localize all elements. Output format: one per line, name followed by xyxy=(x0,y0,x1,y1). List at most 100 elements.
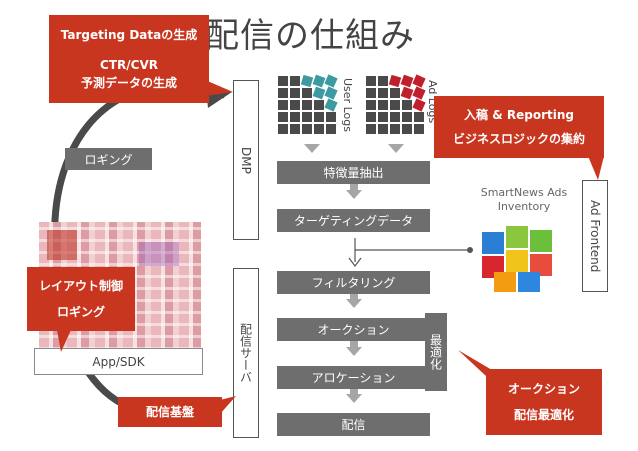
filtering-box: フィルタリング xyxy=(277,271,430,294)
targeting-callout-line3: 予測データの生成 xyxy=(80,76,177,90)
arrow-down-icon xyxy=(388,144,404,153)
flow-connector xyxy=(350,184,358,190)
arrow-down-icon xyxy=(304,144,320,153)
log-square xyxy=(290,76,300,86)
log-square xyxy=(278,88,288,98)
targeting-callout-line1: Targeting Dataの生成 xyxy=(60,28,198,42)
log-square xyxy=(324,98,338,112)
log-square xyxy=(378,112,388,122)
log-square xyxy=(366,76,376,86)
dmp-label: DMP xyxy=(239,146,253,174)
feature-extraction-box: 特徴量抽出 xyxy=(277,161,430,184)
log-square xyxy=(402,100,412,110)
log-square xyxy=(400,86,414,100)
log-square xyxy=(390,124,400,134)
dmp-box: DMP xyxy=(233,80,259,240)
ad-frontend-box: Ad Frontend xyxy=(582,180,608,292)
log-square xyxy=(388,74,402,88)
optimization-box: 最適化 xyxy=(425,313,447,391)
log-square xyxy=(412,98,426,112)
log-square xyxy=(366,100,376,110)
layout-callout: レイアウト制御 ロギング xyxy=(27,267,135,331)
log-square xyxy=(314,124,324,134)
log-square xyxy=(378,88,388,98)
log-square xyxy=(314,112,324,122)
log-square xyxy=(290,124,300,134)
log-square xyxy=(278,100,288,110)
log-square xyxy=(390,112,400,122)
delivery-server-box: 配信サーバ xyxy=(233,268,259,438)
log-square xyxy=(302,112,312,122)
log-square xyxy=(300,74,314,88)
inventory-line2: Inventory xyxy=(497,199,551,213)
page-title: 配信の仕組み xyxy=(205,16,415,56)
callout-pointer xyxy=(205,80,233,96)
log-square xyxy=(414,112,424,122)
log-square xyxy=(412,86,426,100)
user-logs-icon xyxy=(278,74,340,138)
log-square xyxy=(366,124,376,134)
ad-logs-icon xyxy=(366,74,428,138)
callout-pointer xyxy=(57,330,71,352)
log-square xyxy=(402,124,412,134)
inventory-cube-icon xyxy=(482,226,552,292)
log-square xyxy=(412,74,426,88)
targeting-data-box: ターゲティングデータ xyxy=(277,209,430,232)
user-logs-label: User Logs xyxy=(341,78,354,132)
log-square xyxy=(312,74,326,88)
flow-connector xyxy=(350,294,358,299)
layout-callout-line2: ロギング xyxy=(56,305,105,319)
infra-callout: 配信基盤 xyxy=(118,397,222,427)
targeting-callout-line2: CTR/CVR xyxy=(100,58,158,72)
log-square xyxy=(302,124,312,134)
ad-frontend-label: Ad Frontend xyxy=(588,199,602,273)
log-square xyxy=(314,100,324,110)
flow-connector xyxy=(350,389,358,394)
targeting-callout: Targeting Dataの生成 CTR/CVR 予測データの生成 xyxy=(49,15,209,103)
layout-callout-line1: レイアウト制御 xyxy=(38,279,123,293)
log-square xyxy=(390,100,400,110)
log-square xyxy=(326,112,336,122)
arrow-down-icon xyxy=(346,394,362,403)
auction-callout-line1: オークション xyxy=(507,382,580,396)
log-square xyxy=(366,112,376,122)
log-square xyxy=(278,124,288,134)
submission-callout-line2: ビジネスロジックの集約 xyxy=(452,132,585,146)
log-square xyxy=(324,74,338,88)
delivery-box: 配信 xyxy=(277,413,430,436)
log-square xyxy=(278,76,288,86)
arrow-down-icon xyxy=(346,347,362,356)
app-sdk-box: App/SDK xyxy=(34,348,203,375)
log-square xyxy=(378,76,388,86)
log-square xyxy=(290,112,300,122)
allocation-box: アロケーション xyxy=(277,366,430,389)
log-square xyxy=(402,112,412,122)
log-square xyxy=(302,88,312,98)
log-square xyxy=(378,124,388,134)
infra-callout-text: 配信基盤 xyxy=(145,405,194,419)
submission-callout: 入稿 & Reporting ビジネスロジックの集約 xyxy=(434,96,604,158)
log-square xyxy=(290,100,300,110)
callout-pointer xyxy=(458,350,492,376)
arrow-down-icon xyxy=(346,299,362,308)
logging-box: ロギング xyxy=(65,148,152,170)
inventory-label: SmartNews Ads Inventory xyxy=(466,186,582,214)
log-square xyxy=(290,88,300,98)
arrow-down-icon xyxy=(346,190,362,199)
delivery-server-label: 配信サーバ xyxy=(238,323,253,383)
auction-box: オークション xyxy=(277,318,430,341)
log-square xyxy=(326,124,336,134)
callout-pointer xyxy=(588,156,604,180)
log-square xyxy=(378,100,388,110)
log-square xyxy=(312,86,326,100)
log-square xyxy=(324,86,338,100)
log-square xyxy=(390,88,400,98)
log-square xyxy=(302,100,312,110)
flow-connector xyxy=(350,341,358,347)
optimization-label: 最適化 xyxy=(428,334,443,370)
submission-callout-line1: 入稿 & Reporting xyxy=(464,108,574,122)
log-square xyxy=(400,74,414,88)
inventory-line1: SmartNews Ads xyxy=(480,186,568,199)
log-square xyxy=(414,124,424,134)
auction-callout: オークション 配信最適化 xyxy=(486,369,602,435)
